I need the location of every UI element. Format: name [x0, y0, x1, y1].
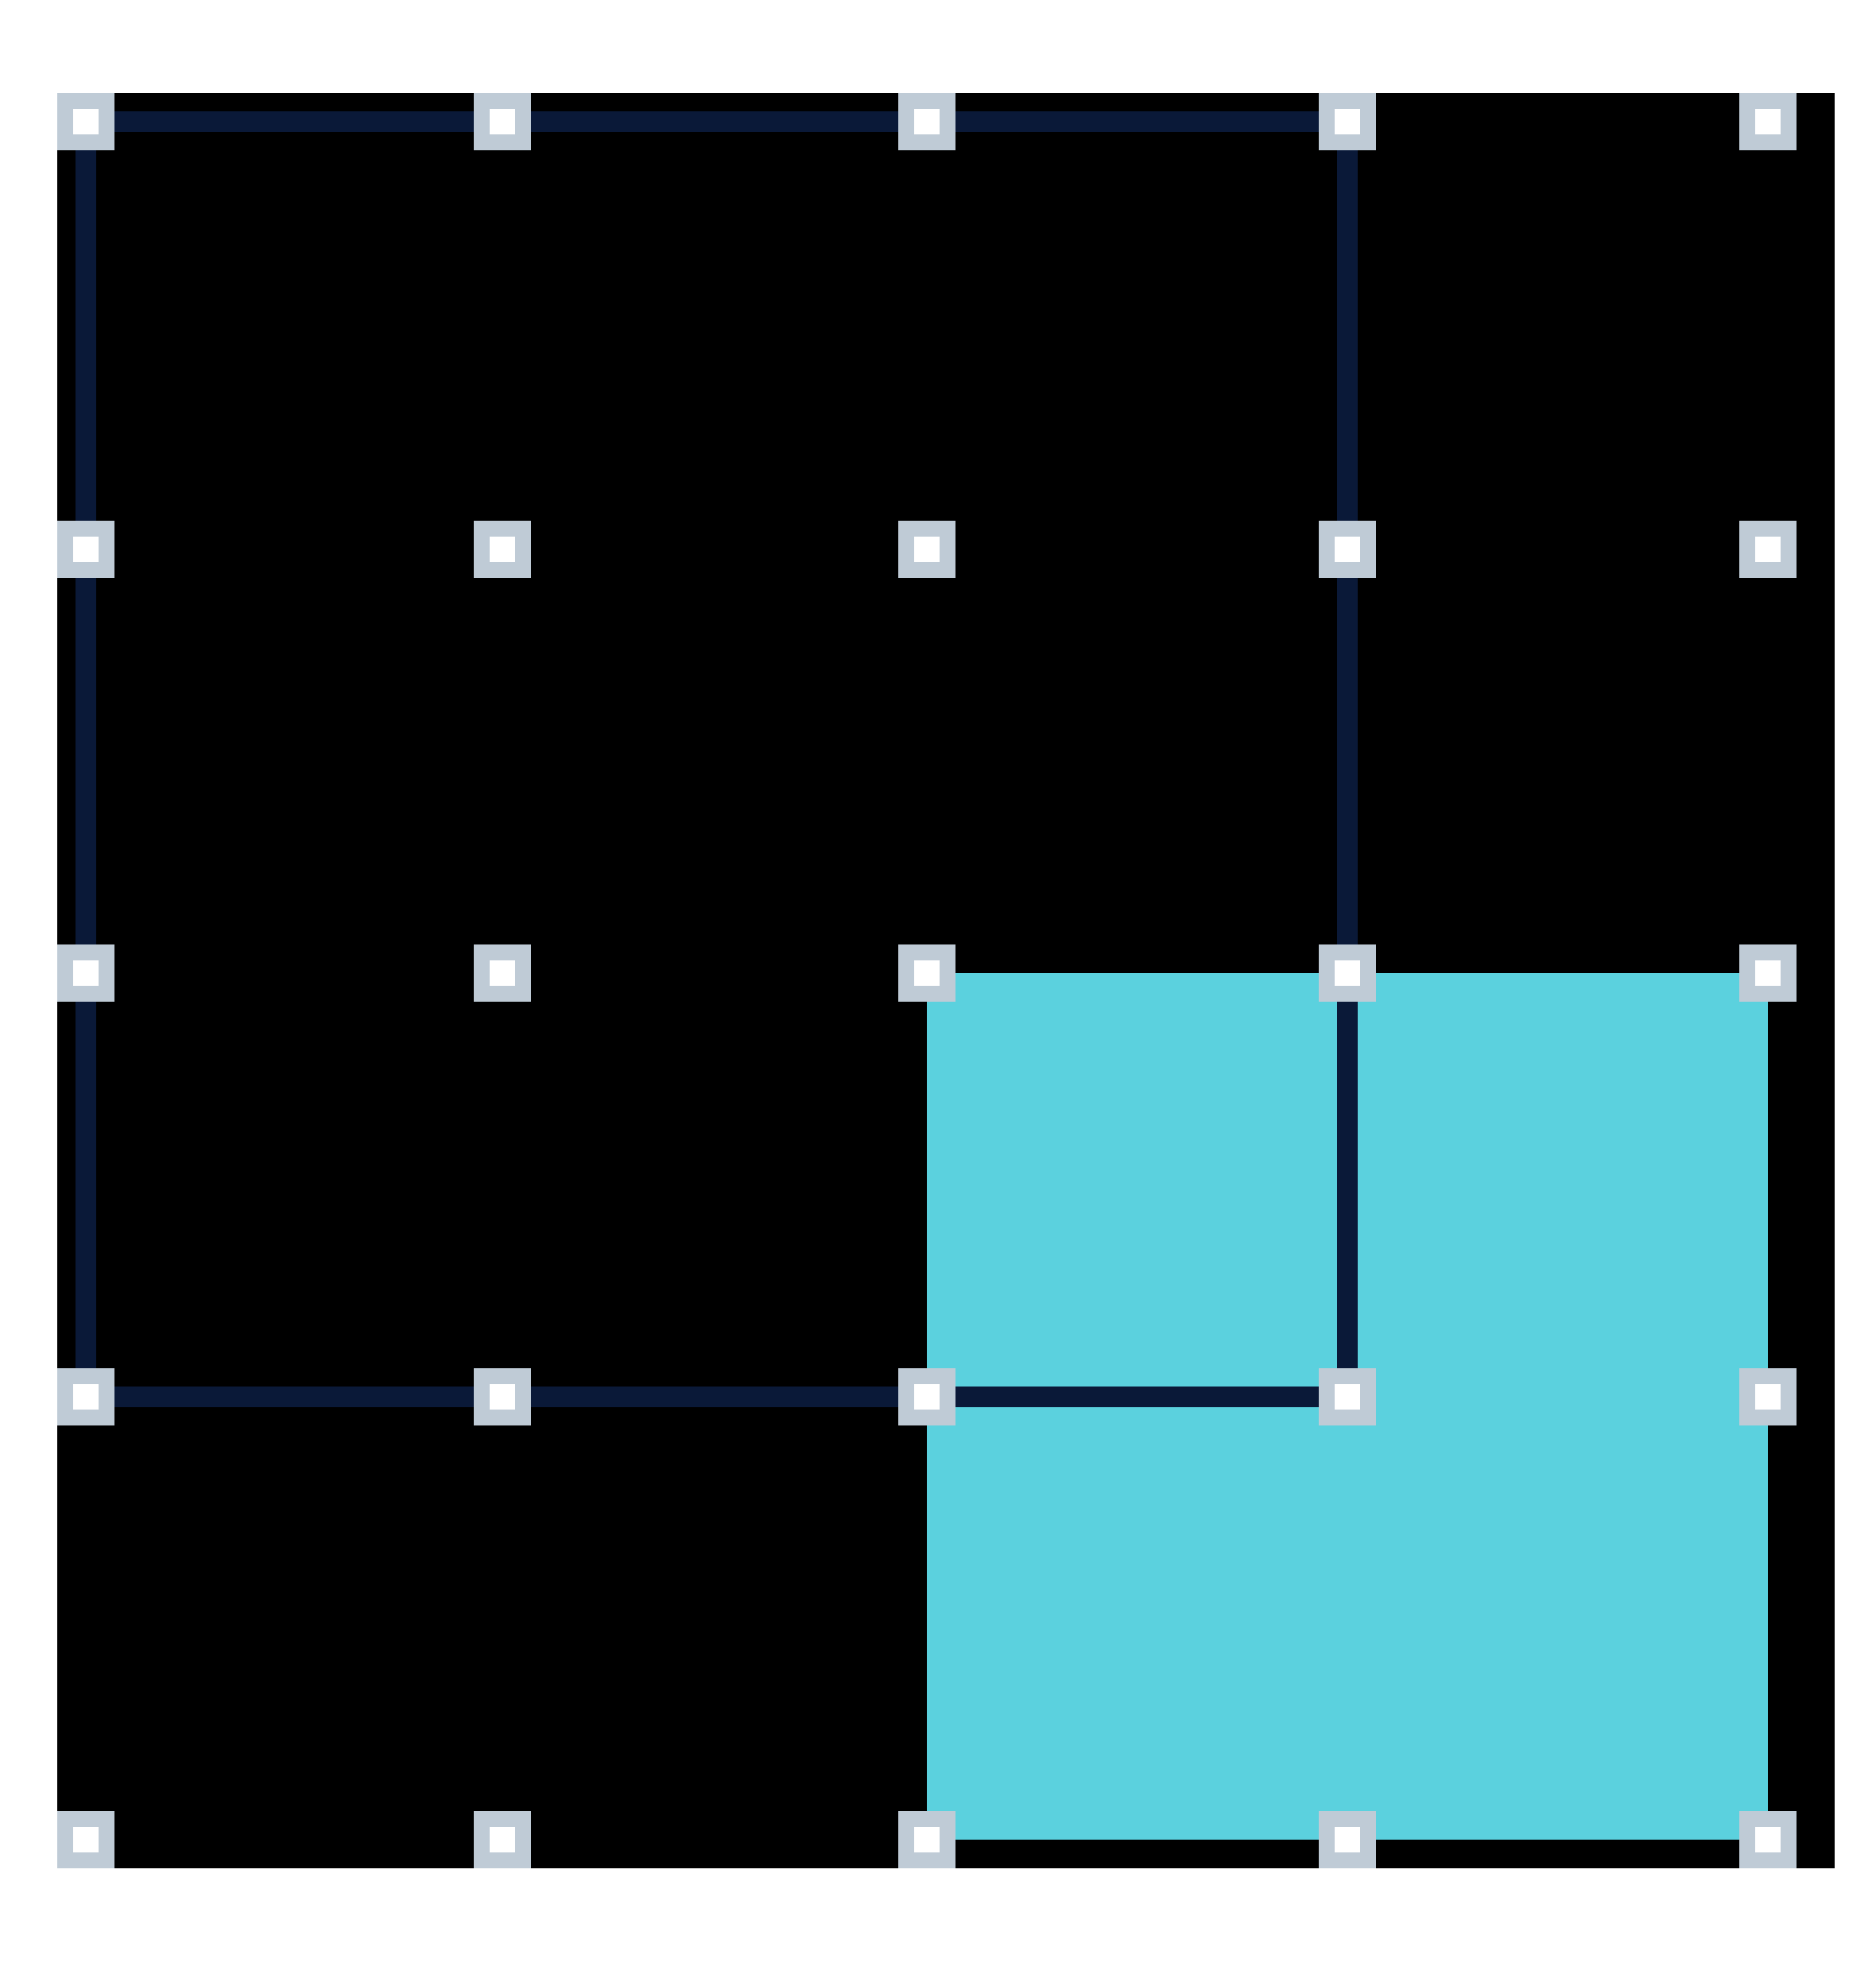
lattice-node-pip	[73, 1827, 99, 1852]
lattice-node[interactable]	[898, 521, 955, 578]
lattice-node-pip	[73, 1384, 99, 1410]
board-edge[interactable]	[86, 111, 502, 132]
board-edge[interactable]	[927, 111, 1347, 132]
lattice-node[interactable]	[898, 1811, 955, 1868]
lattice-node[interactable]	[1319, 1811, 1376, 1868]
lattice-node-pip	[914, 1384, 940, 1410]
lattice-node[interactable]	[474, 1368, 531, 1425]
board-edge[interactable]	[927, 1387, 1347, 1407]
lattice-node[interactable]	[1319, 944, 1376, 1002]
lattice-node-pip	[490, 537, 515, 562]
lattice-node-pip	[490, 1827, 515, 1852]
board-edge[interactable]	[502, 1387, 927, 1407]
lattice-node-pip	[914, 109, 940, 134]
board-edge[interactable]	[1337, 973, 1358, 1397]
lattice-node[interactable]	[474, 1811, 531, 1868]
lattice-node[interactable]	[57, 1368, 114, 1425]
board-edge[interactable]	[502, 111, 927, 132]
board-edge[interactable]	[76, 973, 96, 1397]
lattice-node-pip	[73, 960, 99, 986]
lattice-node[interactable]	[1739, 1811, 1797, 1868]
lattice-node-pip	[73, 109, 99, 134]
lattice-node-pip	[914, 537, 940, 562]
lattice-node-pip	[73, 537, 99, 562]
lattice-node[interactable]	[1319, 1368, 1376, 1425]
lattice-node[interactable]	[1739, 521, 1797, 578]
lattice-node-pip	[1755, 960, 1781, 986]
lattice-node[interactable]	[898, 944, 955, 1002]
lattice-node-pip	[1335, 1827, 1360, 1852]
board-edge[interactable]	[1337, 549, 1358, 973]
lattice-node[interactable]	[1319, 93, 1376, 150]
lattice-node-pip	[914, 1827, 940, 1852]
lattice-node-pip	[1335, 960, 1360, 986]
lattice-node[interactable]	[474, 93, 531, 150]
lattice-node[interactable]	[1739, 944, 1797, 1002]
lattice-node-pip	[1335, 109, 1360, 134]
lattice-node-pip	[490, 1384, 515, 1410]
lattice-node[interactable]	[1739, 1368, 1797, 1425]
lattice-node[interactable]	[1739, 93, 1797, 150]
lattice-node-pip	[1755, 537, 1781, 562]
lattice-node[interactable]	[57, 944, 114, 1002]
lattice-node-pip	[1755, 1827, 1781, 1852]
lattice-node-pip	[1755, 109, 1781, 134]
lattice-node-pip	[1335, 537, 1360, 562]
lattice-node[interactable]	[898, 1368, 955, 1425]
lattice-node[interactable]	[898, 93, 955, 150]
lattice-node[interactable]	[57, 521, 114, 578]
board-edge[interactable]	[76, 549, 96, 973]
lattice-node-pip	[490, 960, 515, 986]
lattice-node[interactable]	[474, 521, 531, 578]
lattice-node[interactable]	[1319, 521, 1376, 578]
lattice-node-pip	[1755, 1384, 1781, 1410]
lattice-node[interactable]	[57, 1811, 114, 1868]
board-edge[interactable]	[76, 122, 96, 549]
board-edge[interactable]	[1337, 122, 1358, 549]
lattice-node-pip	[914, 960, 940, 986]
lattice-node-pip	[490, 109, 515, 134]
lattice-node[interactable]	[474, 944, 531, 1002]
lattice-node[interactable]	[57, 93, 114, 150]
lattice-node-pip	[1335, 1384, 1360, 1410]
board-edge[interactable]	[86, 1387, 502, 1407]
